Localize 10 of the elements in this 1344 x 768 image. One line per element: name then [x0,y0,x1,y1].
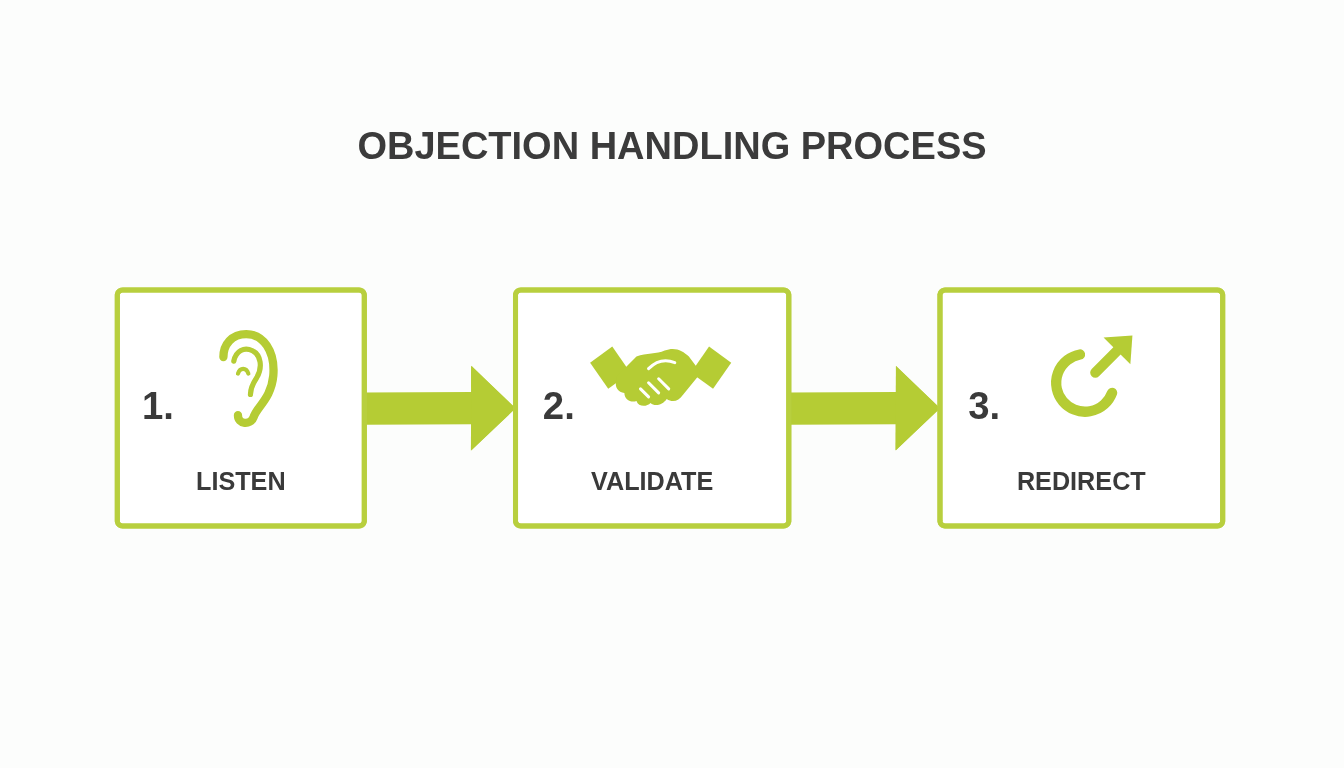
step-number: 2. [542,386,575,425]
step-box [114,287,367,529]
step-label: REDIRECT [1016,468,1146,494]
diagram-title: OBJECTION HANDLING PROCESS [357,126,987,168]
step-box [513,287,792,529]
step-number: 3. [968,386,1001,425]
step-label: LISTEN [196,468,286,494]
step-label: VALIDATE [591,468,714,494]
step-box [937,287,1226,529]
step-number: 1. [142,386,174,425]
